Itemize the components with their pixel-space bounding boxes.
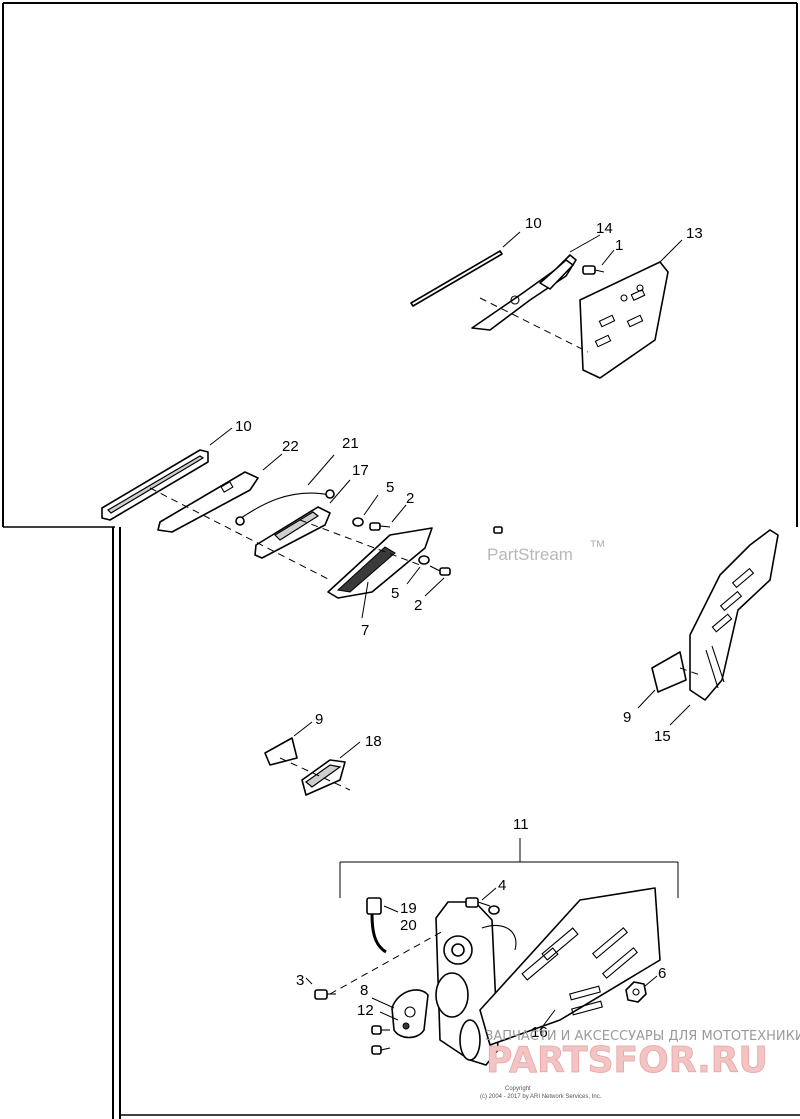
screw-part-lower: [429, 565, 451, 576]
guide-part: [254, 506, 331, 559]
callout-17: 17: [352, 462, 369, 479]
watermarks: PartStream ™ ЗАПЧАСТИ И АКСЕССУАРЫ ДЛЯ М…: [480, 537, 800, 1100]
assembly-bracket-line: [339, 838, 679, 898]
shoe-part: [301, 759, 346, 796]
callout-20: 20: [400, 917, 417, 934]
shop-logo: PARTSFOR.RU: [486, 1040, 768, 1081]
washer-part-upper: [352, 517, 364, 527]
callout-2-lower: 2: [414, 597, 422, 614]
top-plate-assembly: [410, 231, 683, 379]
trademark-symbol: ™: [589, 537, 606, 556]
callout-2-upper: 2: [406, 490, 414, 507]
side-bracket-part: [689, 529, 779, 701]
rod-part: [410, 250, 503, 307]
plate-part: [579, 261, 669, 379]
callout-5-lower: 5: [391, 585, 399, 602]
middle-assembly: [101, 427, 503, 619]
callout-15: 15: [654, 728, 671, 745]
callout-10-middle: 10: [235, 418, 252, 435]
copyright-title: Copyright: [505, 1086, 531, 1092]
callout-labels: 10 14 1 13 10 22 21 17 5 2 5 2 7 9 18 9 …: [235, 215, 703, 1041]
clamp-part: [391, 989, 429, 1039]
nut-part: [625, 981, 647, 1003]
main-assembly: [305, 838, 679, 1066]
callout-19: 19: [400, 900, 417, 917]
small-screw-part-b: [371, 1045, 391, 1055]
callout-13: 13: [686, 225, 703, 242]
callout-22: 22: [282, 438, 299, 455]
rail-part: [327, 527, 433, 599]
callout-5-upper: 5: [386, 479, 394, 496]
callout-7: 7: [361, 622, 369, 639]
track-part: [479, 887, 661, 1046]
washer-part-lower: [418, 555, 430, 565]
callout-4: 4: [498, 877, 506, 894]
callout-3: 3: [296, 972, 304, 989]
wire-part: [235, 489, 335, 526]
callout-18: 18: [365, 733, 382, 750]
screw-part-upper: [369, 522, 391, 531]
callout-21: 21: [342, 435, 359, 452]
washer-part-top: [488, 905, 500, 915]
callout-9-center: 9: [315, 711, 323, 728]
callout-8: 8: [360, 982, 368, 999]
bracket-part: [471, 254, 577, 331]
callout-10-top: 10: [525, 215, 542, 232]
bolt-part-left: [314, 989, 336, 1000]
screw-part-top: [465, 897, 491, 908]
callout-11: 11: [513, 816, 529, 833]
callout-6: 6: [658, 965, 666, 982]
callout-12: 12: [357, 1002, 374, 1019]
pad-part-right: [651, 651, 687, 693]
shop-tagline: ЗАПЧАСТИ И АКСЕССУАРЫ ДЛЯ МОТОТЕХНИКИ: [485, 1029, 800, 1044]
callout-16: 16: [531, 1024, 548, 1041]
small-screw-part-a: [371, 1025, 390, 1035]
pad-assembly-center: [264, 721, 361, 796]
strip-part: [101, 449, 209, 521]
partstream-watermark: PartStream: [487, 545, 573, 564]
housing-part: [435, 901, 499, 1066]
bolt-part: [582, 265, 605, 275]
slider-part: [157, 471, 259, 533]
side-bracket-assembly: [637, 529, 779, 726]
connector-part: [366, 897, 387, 954]
pad-part-center: [264, 737, 298, 766]
copyright-line: (c) 2004 - 2017 by ARI Network Services,…: [480, 1094, 602, 1100]
small-bolt-part: [493, 526, 503, 534]
callout-9-right: 9: [623, 709, 631, 726]
callout-1: 1: [615, 237, 623, 254]
callout-14: 14: [596, 220, 613, 237]
